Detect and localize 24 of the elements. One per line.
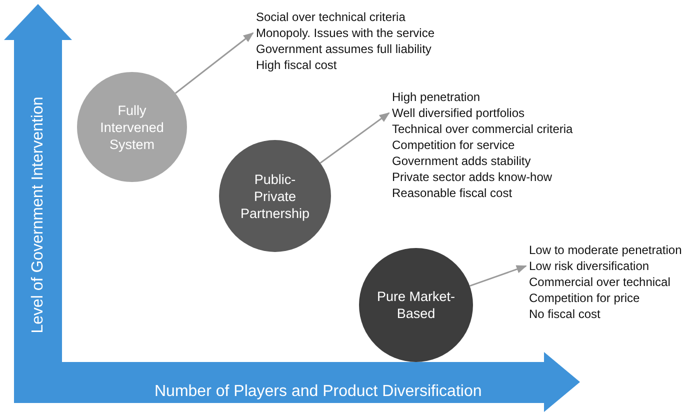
list-item: Technical over commercial criteria xyxy=(392,121,573,137)
axis-label: Number of Players and Product Diversification xyxy=(154,383,482,401)
list-item: Competition for service xyxy=(392,137,516,153)
list-item: Private sector adds know-how xyxy=(392,169,554,185)
list-item: Monopoly. Issues with the service xyxy=(256,25,435,41)
list-item: Government adds stability xyxy=(392,153,532,169)
node-label: Public-Private Partnership xyxy=(239,170,311,222)
node-label: Pure Market-Based xyxy=(376,288,456,322)
list-item: Social over technical criteria xyxy=(256,9,406,25)
arrow xyxy=(469,265,527,287)
node-label: Fully Intervened System xyxy=(99,102,165,152)
list-item: Commercial over technical xyxy=(529,274,672,290)
arrow xyxy=(320,112,390,164)
list-item: Well diversified portfolios xyxy=(392,105,526,121)
list-item: Reasonable fiscal cost xyxy=(392,185,514,201)
arrow xyxy=(174,32,254,94)
list-item: High fiscal cost xyxy=(256,57,338,73)
list-item: Competition for price xyxy=(529,290,641,306)
list-item: Low risk diversification xyxy=(529,258,650,274)
list-item: High penetration xyxy=(392,89,482,105)
axis-label: Level of Government Intervention xyxy=(28,96,47,334)
list-item: Low to moderate penetration xyxy=(529,242,682,258)
list-item: Government assumes full liability xyxy=(256,41,432,57)
list-item: No fiscal cost xyxy=(529,306,602,322)
